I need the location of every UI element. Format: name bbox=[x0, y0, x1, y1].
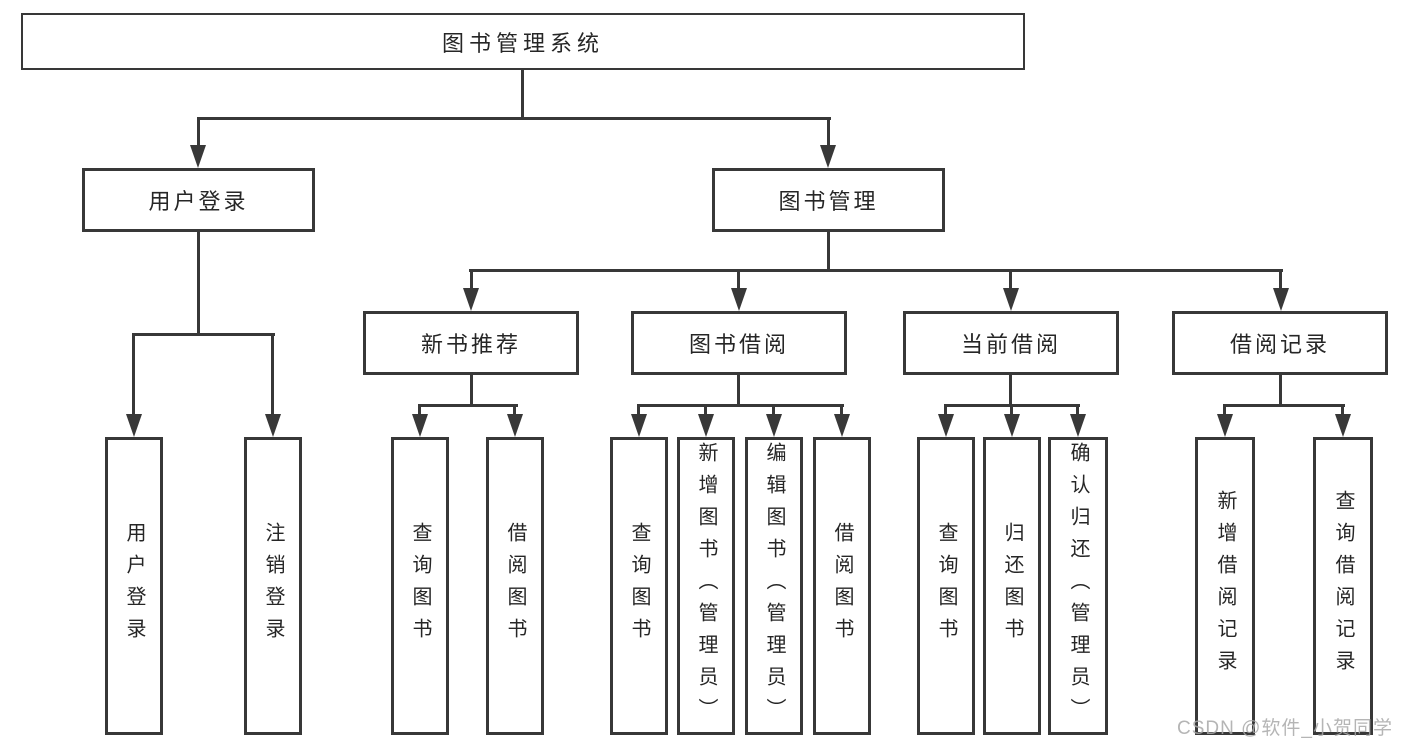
connector-line bbox=[840, 404, 843, 417]
leaf-label: 查询图书 bbox=[409, 522, 431, 650]
connector-line bbox=[271, 333, 274, 416]
leaf-edit-books-admin: 编辑图书（管理员） bbox=[745, 437, 803, 735]
arrow-down-icon bbox=[938, 414, 954, 437]
leaf-label: 查询图书 bbox=[628, 522, 650, 650]
connector-line bbox=[1279, 269, 1282, 292]
connector-line bbox=[197, 117, 200, 149]
leaf-label: 查询图书 bbox=[935, 522, 957, 650]
connector-line bbox=[1223, 404, 1226, 417]
node-book-borrowing: 图书借阅 bbox=[631, 311, 847, 375]
arrow-down-icon bbox=[731, 288, 747, 311]
arrow-down-icon bbox=[190, 145, 206, 168]
arrow-down-icon bbox=[1217, 414, 1233, 437]
arrow-down-icon bbox=[507, 414, 523, 437]
node-label: 当前借阅 bbox=[960, 332, 1061, 357]
connector-line bbox=[827, 117, 830, 149]
node-user-login: 用户登录 bbox=[82, 168, 315, 232]
connector-line bbox=[1009, 375, 1012, 407]
connector-line bbox=[704, 404, 707, 417]
connector-line bbox=[197, 117, 831, 120]
arrow-down-icon bbox=[834, 414, 850, 437]
leaf-label: 注销登录 bbox=[262, 522, 284, 650]
connector-line bbox=[197, 232, 200, 336]
connector-line bbox=[827, 232, 830, 272]
arrow-down-icon bbox=[631, 414, 647, 437]
node-library-system-root: 图书管理系统 bbox=[21, 13, 1025, 70]
leaf-label: 新增借阅记录 bbox=[1214, 490, 1236, 682]
connector-line bbox=[1279, 375, 1282, 407]
connector-line bbox=[470, 269, 473, 292]
connector-line bbox=[1009, 269, 1012, 292]
arrow-down-icon bbox=[412, 414, 428, 437]
arrow-down-icon bbox=[1003, 288, 1019, 311]
leaf-label: 用户登录 bbox=[123, 522, 145, 650]
leaf-label: 借阅图书 bbox=[831, 522, 853, 650]
node-book-management: 图书管理 bbox=[712, 168, 945, 232]
connector-line bbox=[737, 375, 740, 407]
leaf-label: 编辑图书（管理员） bbox=[763, 442, 785, 730]
node-label: 图书管理 bbox=[778, 189, 879, 214]
arrow-down-icon bbox=[1335, 414, 1351, 437]
arrow-down-icon bbox=[698, 414, 714, 437]
leaf-query-books-borrowing: 查询图书 bbox=[610, 437, 668, 735]
csdn-watermark: CSDN @软件_小贺同学 bbox=[1177, 718, 1393, 739]
arrow-down-icon bbox=[820, 145, 836, 168]
leaf-query-borrow-record: 查询借阅记录 bbox=[1313, 437, 1373, 735]
node-label: 用户登录 bbox=[148, 189, 249, 214]
connector-line bbox=[132, 333, 135, 416]
connector-line bbox=[513, 404, 516, 417]
node-current-borrowing: 当前借阅 bbox=[903, 311, 1119, 375]
connector-line bbox=[470, 375, 473, 407]
leaf-query-books-recommend: 查询图书 bbox=[391, 437, 449, 735]
leaf-return-books: 归还图书 bbox=[983, 437, 1041, 735]
leaf-logout: 注销登录 bbox=[244, 437, 302, 735]
connector-line bbox=[132, 333, 275, 336]
node-new-book-recommendation: 新书推荐 bbox=[363, 311, 579, 375]
node-label: 图书借阅 bbox=[688, 332, 789, 357]
connector-line bbox=[418, 404, 518, 407]
arrow-down-icon bbox=[126, 414, 142, 437]
leaf-borrow-books-recommend: 借阅图书 bbox=[486, 437, 544, 735]
connector-line bbox=[637, 404, 640, 417]
node-label: 新书推荐 bbox=[420, 332, 521, 357]
connector-line bbox=[944, 404, 947, 417]
leaf-borrow-books: 借阅图书 bbox=[813, 437, 871, 735]
arrow-down-icon bbox=[766, 414, 782, 437]
leaf-query-books-current: 查询图书 bbox=[917, 437, 975, 735]
leaf-label: 确认归还（管理员） bbox=[1067, 442, 1089, 730]
connector-line bbox=[1076, 404, 1079, 417]
arrow-down-icon bbox=[1004, 414, 1020, 437]
connector-line bbox=[418, 404, 421, 417]
connector-line bbox=[1341, 404, 1344, 417]
connector-line bbox=[521, 70, 524, 120]
leaf-add-borrow-record: 新增借阅记录 bbox=[1195, 437, 1255, 735]
connector-line bbox=[1223, 404, 1345, 407]
leaf-confirm-return-admin: 确认归还（管理员） bbox=[1048, 437, 1108, 735]
leaf-label: 借阅图书 bbox=[504, 522, 526, 650]
connector-line bbox=[737, 269, 740, 292]
leaf-label: 查询借阅记录 bbox=[1332, 490, 1354, 682]
node-label: 借阅记录 bbox=[1229, 332, 1330, 357]
arrow-down-icon bbox=[1070, 414, 1086, 437]
leaf-user-login: 用户登录 bbox=[105, 437, 163, 735]
connector-line bbox=[637, 404, 844, 407]
arrow-down-icon bbox=[1273, 288, 1289, 311]
connector-line bbox=[772, 404, 775, 417]
arrow-down-icon bbox=[463, 288, 479, 311]
leaf-label: 归还图书 bbox=[1001, 522, 1023, 650]
connector-line bbox=[469, 269, 1283, 272]
arrow-down-icon bbox=[265, 414, 281, 437]
leaf-add-books-admin: 新增图书（管理员） bbox=[677, 437, 735, 735]
node-borrowing-records: 借阅记录 bbox=[1172, 311, 1388, 375]
node-label: 图书管理系统 bbox=[441, 30, 604, 56]
connector-line bbox=[1010, 404, 1013, 417]
leaf-label: 新增图书（管理员） bbox=[695, 442, 717, 730]
